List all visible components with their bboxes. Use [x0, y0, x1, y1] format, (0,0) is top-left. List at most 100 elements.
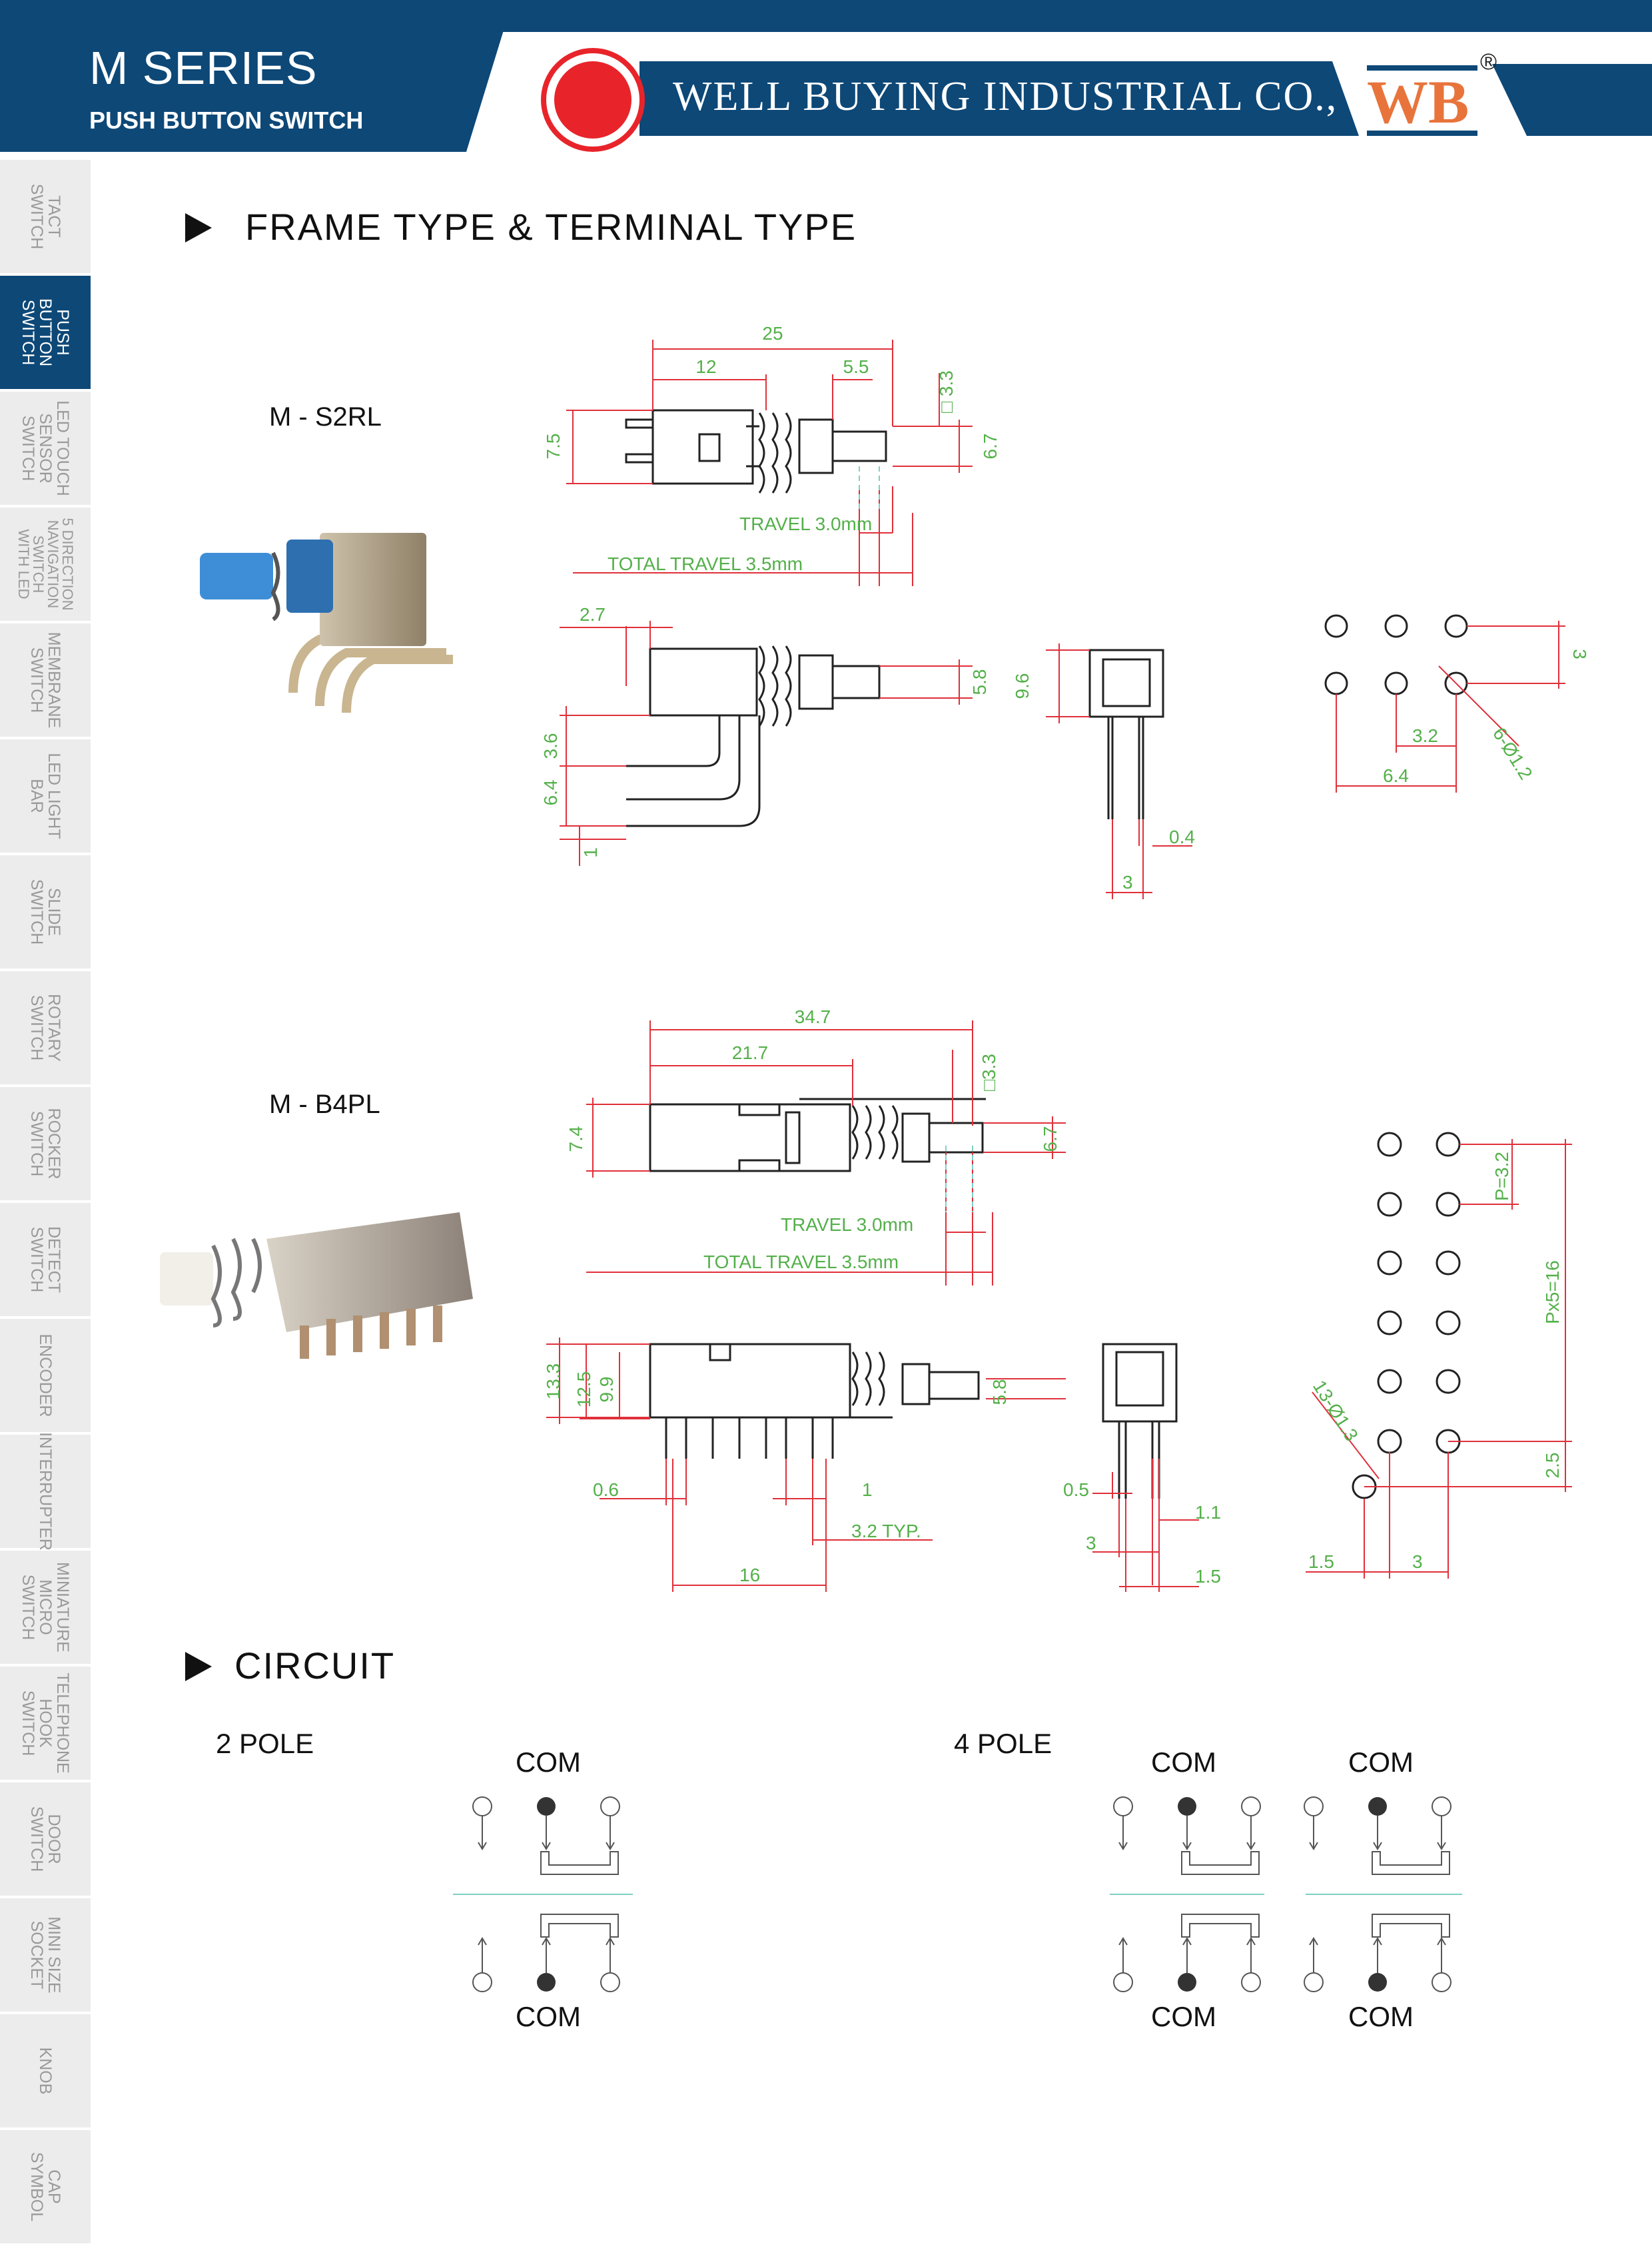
sidebar-tab-label: TELEPHONE HOOK SWITCH — [19, 1673, 72, 1774]
sidebar-tab-push-button[interactable]: PUSH BUTTON SWITCH — [0, 276, 91, 392]
dim-16: 16 — [739, 1565, 760, 1585]
pcb-hole-spec: 6-Ø1.2 — [1489, 724, 1537, 783]
dim-0-6: 0.6 — [593, 1479, 619, 1500]
sidebar-tab-rocker[interactable]: ROCKER SWITCH — [0, 1087, 91, 1203]
sidebar-tab-label: MINIATURE MICRO SWITCH — [19, 1562, 72, 1653]
dim-25: 25 — [762, 323, 783, 344]
circuit-4-pole — [1110, 1796, 1462, 1992]
drawing-b4pl: 34.7 21.7 □3.3 7.4 6.7 TRAVEL 3.0mm TOTA… — [543, 1006, 1572, 1592]
sidebar-tab-label: INTERRUPTER — [36, 1432, 55, 1551]
sidebar-tab-telephone-hook[interactable]: TELEPHONE HOOK SWITCH — [0, 1667, 91, 1782]
wb-logo: WB — [1367, 68, 1469, 136]
company-name: WELL BUYING INDUSTRIAL CO., LTD — [673, 74, 1430, 119]
s2rl-front-view — [1088, 649, 1164, 819]
dim-6-7: 6.7 — [980, 434, 1001, 460]
series-title: M SERIES — [89, 42, 318, 94]
dim-9-9: 9.9 — [596, 1377, 617, 1403]
sidebar-tab-label: MINI SIZE SOCKET — [27, 1916, 63, 1994]
dim-7-5: 7.5 — [543, 434, 564, 460]
sidebar-tab-led-touch[interactable]: LED TOUCH SENSOR SWITCH — [0, 392, 91, 508]
sidebar-tab-label: CAP SYMBOL — [27, 2151, 63, 2222]
circuit-2-pole — [453, 1796, 633, 1992]
sidebar-tab-label: TACT SWITCH — [27, 183, 63, 250]
model-label-s2rl: M - S2RL — [269, 402, 382, 432]
section-arrow-icon — [185, 1652, 212, 1681]
dim-1: 1 — [862, 1479, 873, 1500]
sidebar-tab-label: 5 DIRECTION NAVIGATION SWITCH WITH LED — [15, 518, 76, 611]
sidebar-tab-knob[interactable]: KNOB — [0, 2014, 91, 2130]
sidebar-tab-label: ROTARY SWITCH — [27, 994, 63, 1062]
com-label: COM — [516, 2001, 581, 2032]
dim-3: 3 — [1122, 872, 1133, 893]
dim-1: 1 — [580, 847, 601, 858]
dim-9-6: 9.6 — [1012, 673, 1032, 699]
pole-label-4: 4 POLE — [954, 1728, 1052, 1759]
sidebar-tab-led-light-bar[interactable]: LED LIGHT BAR — [0, 739, 91, 855]
dim-total-travel: TOTAL TRAVEL 3.5mm — [608, 554, 803, 574]
sidebar-tab-cap-symbol[interactable]: CAP SYMBOL — [0, 2130, 91, 2246]
dim-1-5: 1.5 — [1195, 1566, 1221, 1587]
pcb-dim-6-4: 6.4 — [1383, 765, 1409, 786]
model-label-b4pl: M - B4PL — [269, 1090, 380, 1119]
dim-travel: TRAVEL 3.0mm — [781, 1214, 913, 1235]
sidebar-tab-label: PUSH BUTTON SWITCH — [19, 298, 72, 367]
sidebar-tab-label: ENCODER — [36, 1333, 55, 1417]
com-label: COM — [1348, 2001, 1414, 2032]
product-photo-b4pl — [160, 1212, 473, 1359]
sidebar-tab-tact[interactable]: TACT SWITCH — [0, 160, 91, 276]
dim-3: 3 — [1086, 1533, 1096, 1553]
sidebar-tab-label: KNOB — [36, 2047, 55, 2095]
com-label: COM — [516, 1746, 581, 1778]
dim-3-6: 3.6 — [540, 733, 561, 759]
pcb-dim-p-3-2: P=3.2 — [1491, 1152, 1512, 1201]
sidebar-tab-5-direction[interactable]: 5 DIRECTION NAVIGATION SWITCH WITH LED — [0, 508, 91, 623]
s2rl-pcb-holes — [1324, 614, 1468, 695]
b4pl-side-body — [649, 1098, 986, 1172]
dim-12: 12 — [695, 356, 716, 377]
pcb-dim-3: 3 — [1569, 649, 1590, 659]
com-label: COM — [1151, 2001, 1216, 2032]
dim-0-4: 0.4 — [1169, 827, 1195, 847]
sidebar-tab-encoder[interactable]: ENCODER — [0, 1319, 91, 1435]
dim-2-7: 2.7 — [580, 604, 606, 625]
header-banner — [0, 0, 1652, 152]
sidebar-tab-label: DOOR SWITCH — [27, 1806, 63, 1872]
dim-6-7: 6.7 — [1040, 1126, 1060, 1152]
dim-3-3: □3.3 — [979, 1054, 999, 1091]
sidebar-tab-label: MEMBRANE SWITCH — [27, 631, 63, 729]
section-arrow-icon — [185, 213, 212, 242]
sidebar-tab-interrupter[interactable]: INTERRUPTER — [0, 1432, 91, 1551]
product-photo-s2rl — [200, 533, 453, 713]
pcb-dim-3: 3 — [1412, 1551, 1423, 1572]
sidebar-tab-label: ROCKER SWITCH — [27, 1108, 63, 1180]
pcb-dim-3-2: 3.2 — [1412, 725, 1438, 746]
b4pl-front-view — [1102, 1343, 1178, 1499]
sidebar-tab-membrane[interactable]: MEMBRANE SWITCH — [0, 623, 91, 739]
sidebar-tab-slide[interactable]: SLIDE SWITCH — [0, 855, 91, 971]
dim-total-travel: TOTAL TRAVEL 3.5mm — [703, 1252, 899, 1272]
pcb-dim-1-5: 1.5 — [1308, 1551, 1334, 1572]
s2rl-side-body — [625, 409, 887, 494]
pcb-dim-px5-16: Px5=16 — [1542, 1260, 1563, 1324]
sidebar-tab-rotary[interactable]: ROTARY SWITCH — [0, 971, 91, 1087]
sidebar-tab-miniature-micro[interactable]: MINIATURE MICRO SWITCH — [0, 1551, 91, 1667]
dim-1-1: 1.1 — [1195, 1502, 1221, 1523]
sidebar-tab-detect[interactable]: DETECT SWITCH — [0, 1203, 91, 1319]
sidebar-tab-label: LED LIGHT BAR — [27, 753, 63, 839]
dim-7-4: 7.4 — [566, 1126, 586, 1152]
dim-13-3: 13.3 — [543, 1363, 564, 1400]
sidebar-tab-label: LED TOUCH SENSOR SWITCH — [19, 400, 72, 496]
dim-travel: TRAVEL 3.0mm — [739, 514, 872, 534]
dim-5-8: 5.8 — [969, 669, 990, 695]
sidebar-tab-mini-size-socket[interactable]: MINI SIZE SOCKET — [0, 1898, 91, 2014]
pole-label-2: 2 POLE — [216, 1728, 314, 1759]
dim-5-5: 5.5 — [843, 356, 869, 377]
com-label: COM — [1348, 1746, 1414, 1778]
b4pl-pcb-holes — [1352, 1132, 1461, 1499]
dim-12-5: 12.5 — [574, 1371, 594, 1408]
section-title-frame-terminal: FRAME TYPE & TERMINAL TYPE — [245, 206, 857, 248]
sidebar-tab-door[interactable]: DOOR SWITCH — [0, 1782, 91, 1898]
com-label: COM — [1151, 1746, 1216, 1778]
drawing-s2rl: 25 12 5.5 □ 3.3 7.5 6.7 TRAVEL 3.0mm TOT… — [540, 323, 1590, 899]
dim-3-3: □ 3.3 — [936, 370, 957, 413]
